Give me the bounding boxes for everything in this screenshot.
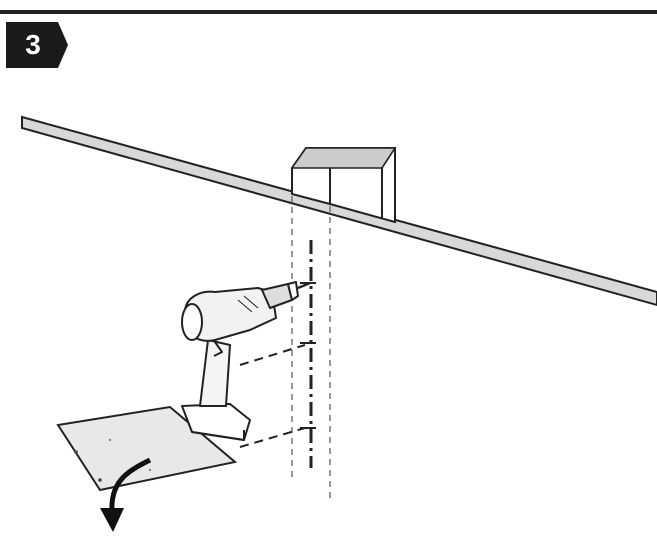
step-badge: 3 — [6, 22, 68, 68]
wall-box — [290, 147, 397, 224]
drill-icon — [181, 281, 311, 441]
top-rule — [0, 10, 657, 14]
arrow-down-icon — [100, 457, 152, 532]
hole-markers — [300, 282, 316, 429]
step-number: 3 — [25, 29, 41, 60]
step-badge-shape — [6, 22, 68, 68]
template-leader-lines — [239, 344, 306, 448]
ceiling-board — [21, 115, 657, 307]
